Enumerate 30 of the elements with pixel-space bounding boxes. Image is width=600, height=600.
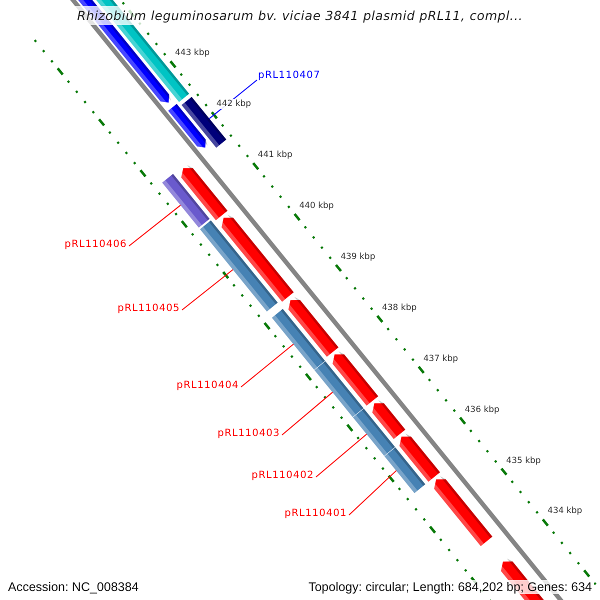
gene-label: pRL110403 <box>218 428 280 440</box>
gene-block <box>200 220 278 312</box>
footer-text: Topology: circular; Length: 684,202 bp; Genes: 634 <box>306 580 594 594</box>
gene-block <box>384 447 426 494</box>
footer-text: Accession: NC_008384 <box>6 580 141 594</box>
tick-label: 441 kbp <box>256 150 294 160</box>
leader-line <box>240 344 294 388</box>
gene-block <box>352 408 396 456</box>
tick-label: 439 kbp <box>340 252 376 262</box>
gene-label: pRL110406 <box>64 239 127 251</box>
gene-label: pRL110405 <box>118 303 180 315</box>
tick-label: 436 kbp <box>464 404 500 415</box>
tick-label: 438 kbp <box>380 302 418 313</box>
gene-block <box>314 361 364 418</box>
tick-label: 440 kbp <box>298 201 335 212</box>
gene-label: pRL110404 <box>176 380 239 392</box>
tick-label: 435 kbp <box>505 456 542 466</box>
gene-label: pRL110402 <box>252 470 314 482</box>
tick-label: 434 kbp <box>546 506 584 516</box>
gene-label: pRL110401 <box>284 508 347 520</box>
leader-line <box>182 269 234 310</box>
leader-line <box>316 434 368 478</box>
leader-line <box>128 204 182 246</box>
leader-line <box>282 392 334 436</box>
tick-label: 443 kbp <box>174 48 211 58</box>
gene-block <box>162 174 210 228</box>
tick-label: 442 kbp <box>215 99 252 110</box>
gene-block <box>272 308 326 370</box>
tick-label: 437 kbp <box>422 354 460 364</box>
gene-label: pRL110407 <box>258 70 320 82</box>
